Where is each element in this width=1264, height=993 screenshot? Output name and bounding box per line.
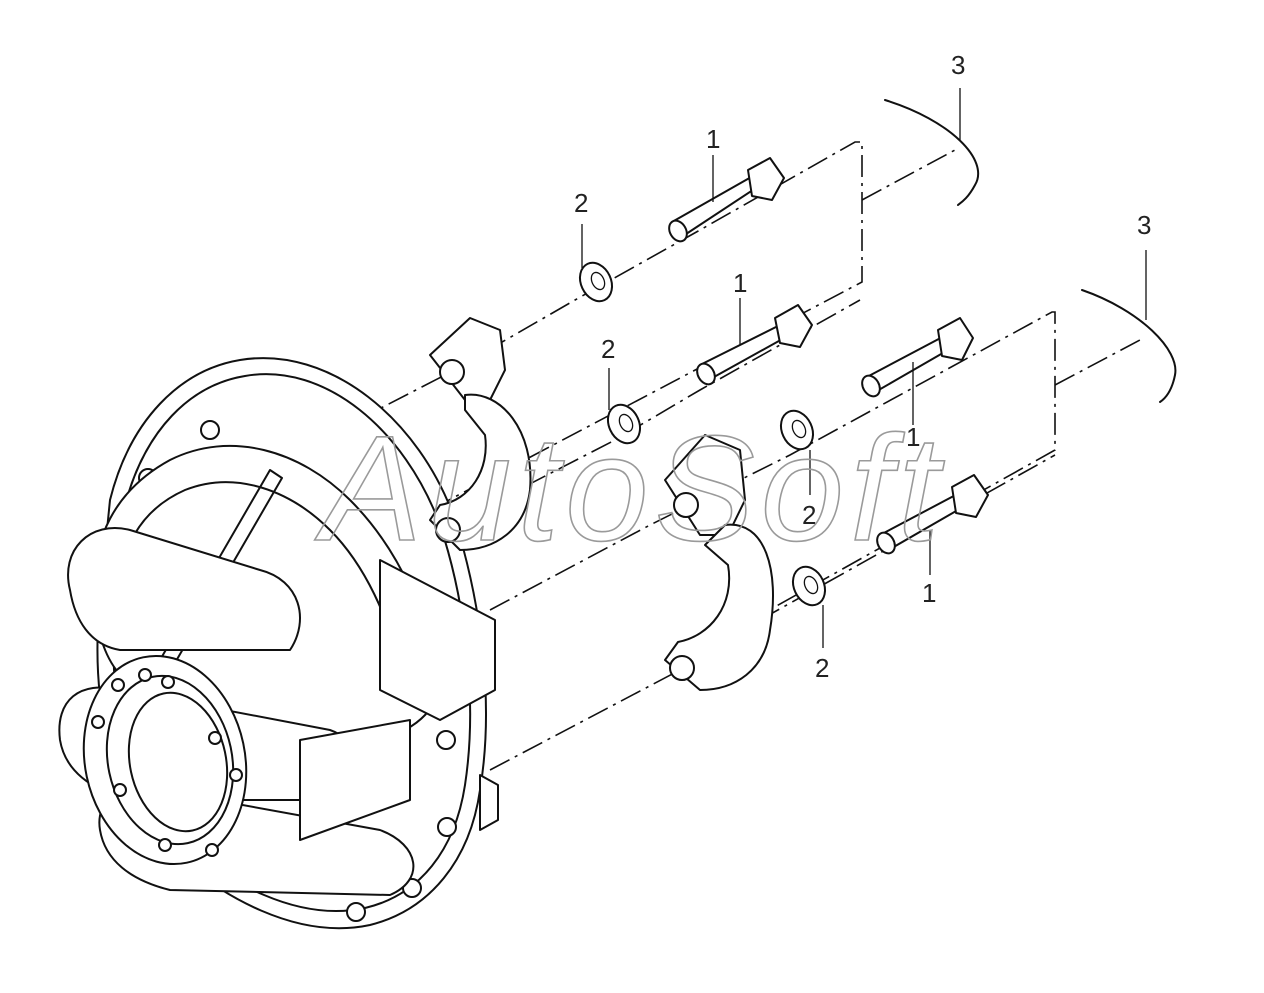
washer-upper-left xyxy=(578,261,614,303)
callout-assembly-ref-right: 3 xyxy=(1137,210,1151,240)
callout-washer-middle-left: 2 xyxy=(601,334,615,364)
bolt-upper-left xyxy=(668,157,785,243)
callout-washer-lower-right: 2 xyxy=(815,653,829,683)
callout-bolt-lower-right: 1 xyxy=(922,578,936,608)
bolt-lower-right xyxy=(876,474,989,555)
assembly-reference-arcs xyxy=(884,99,1177,403)
bearing-cap-lower xyxy=(664,434,774,691)
washer-middle-left xyxy=(606,403,642,445)
front-flange-bolt-holes xyxy=(91,668,243,857)
callout-assembly-ref-left: 3 xyxy=(951,50,965,80)
leader-lines xyxy=(581,88,1147,648)
callout-washer-upper-right: 2 xyxy=(802,500,816,530)
callout-bolt-upper-left: 1 xyxy=(706,124,720,154)
callout-labels: 1 2 1 2 3 3 1 2 1 2 xyxy=(574,50,1151,683)
washer-upper-right xyxy=(779,409,815,451)
differential-carrier-housing xyxy=(58,357,499,930)
callout-bolt-middle-left: 1 xyxy=(733,268,747,298)
watermark-text: AutoSoft xyxy=(314,404,945,572)
callout-bolt-upper-right: 1 xyxy=(906,422,920,452)
bearing-cap-upper xyxy=(429,317,532,551)
washer-lower-right xyxy=(791,565,827,607)
callout-washer-upper-left: 2 xyxy=(574,188,588,218)
bolt-middle-left xyxy=(696,304,813,386)
bolt-upper-right xyxy=(861,317,974,398)
